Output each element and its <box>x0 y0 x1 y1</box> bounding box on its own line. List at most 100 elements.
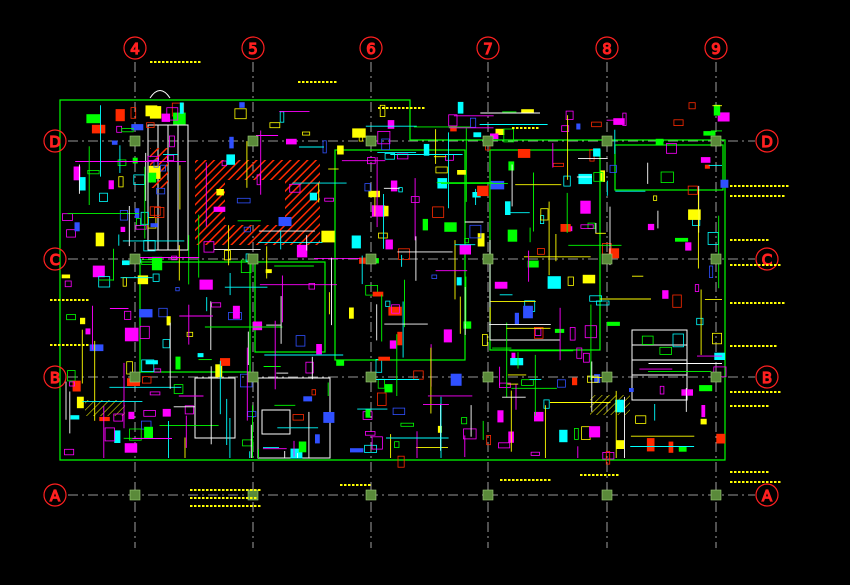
grid-bubble-D-right: D <box>755 129 779 153</box>
equipment-symbol <box>498 442 511 449</box>
equipment-symbol <box>385 300 391 307</box>
equipment-symbol <box>606 321 620 326</box>
equipment-symbol <box>86 114 101 124</box>
equipment-symbol <box>146 122 155 128</box>
equipment-symbol <box>295 335 306 347</box>
equipment-symbol <box>397 331 403 346</box>
equipment-symbol <box>396 153 409 160</box>
equipment-symbol <box>236 197 251 204</box>
equipment-symbol <box>114 430 121 443</box>
equipment-symbol <box>450 373 462 386</box>
equipment-symbol <box>120 226 126 232</box>
structural-column <box>247 135 259 147</box>
equipment-symbol <box>378 232 388 239</box>
equipment-symbol <box>653 195 658 201</box>
equipment-symbol <box>668 441 674 453</box>
equipment-symbol <box>368 190 380 198</box>
equipment-symbol <box>461 417 468 425</box>
equipment-symbol <box>700 418 707 425</box>
equipment-symbol <box>139 309 153 318</box>
grid-bubble-4: 4 <box>123 36 147 60</box>
grid-bubble-A-right: A <box>755 483 779 507</box>
equipment-symbol <box>629 387 634 392</box>
equipment-symbol <box>444 222 457 232</box>
grid-label-D-right: D <box>761 133 773 151</box>
equipment-symbol <box>713 104 721 116</box>
structural-column <box>129 253 141 265</box>
grid-label-8: 8 <box>602 40 612 58</box>
equipment-symbol <box>543 399 550 409</box>
equipment-symbol <box>422 218 429 231</box>
equipment-symbol <box>563 175 571 187</box>
equipment-symbol <box>113 413 124 422</box>
equipment-symbol <box>309 192 318 201</box>
equipment-symbol <box>186 331 194 337</box>
equipment-symbol <box>98 276 111 288</box>
equipment-symbol <box>685 242 692 251</box>
equipment-symbol <box>390 180 398 192</box>
equipment-symbol <box>64 448 75 456</box>
equipment-symbol <box>256 174 261 186</box>
equipment-symbol <box>166 316 171 326</box>
equipment-symbol <box>104 427 115 442</box>
equipment-symbol <box>229 136 234 149</box>
equipment-symbol <box>388 306 402 316</box>
equipment-symbol <box>534 326 544 339</box>
equipment-symbol <box>511 352 516 360</box>
equipment-symbol <box>494 281 508 289</box>
equipment-symbol <box>394 441 400 449</box>
equipment-symbol <box>694 284 700 292</box>
equipment-symbol <box>700 157 711 163</box>
grid-bubble-9: 9 <box>704 36 728 60</box>
equipment-symbol <box>646 438 655 452</box>
equipment-symbol <box>278 216 292 227</box>
equipment-symbol <box>379 104 386 118</box>
equipment-symbol <box>203 241 215 253</box>
equipment-symbol <box>213 206 226 212</box>
equipment-symbol <box>602 451 615 460</box>
equipment-symbol <box>662 290 669 299</box>
equipment-symbol <box>384 152 395 160</box>
equipment-symbol <box>91 124 106 134</box>
equipment-symbol <box>583 352 590 363</box>
structural-column <box>247 489 259 501</box>
equipment-symbol <box>486 434 492 446</box>
equipment-symbol <box>128 411 135 420</box>
equipment-symbol <box>720 179 729 188</box>
equipment-symbol <box>457 101 464 114</box>
equipment-symbol <box>673 119 684 127</box>
equipment-symbol <box>199 279 213 290</box>
equipment-symbol <box>337 145 344 155</box>
equipment-symbol <box>582 274 596 284</box>
grid-bubble-5: 5 <box>241 36 265 60</box>
equipment-symbol <box>175 286 180 292</box>
equipment-symbol <box>171 255 178 261</box>
equipment-symbol <box>681 389 693 396</box>
equipment-symbol <box>135 224 147 230</box>
equipment-symbol <box>473 132 482 138</box>
equipment-symbol <box>298 441 307 453</box>
equipment-symbol <box>376 392 387 406</box>
equipment-symbol <box>151 256 163 271</box>
structural-column <box>482 489 494 501</box>
equipment-symbol <box>148 172 157 183</box>
equipment-symbol <box>384 205 389 217</box>
structural-column <box>247 371 259 383</box>
equipment-symbol <box>431 274 438 279</box>
equipment-symbol <box>552 162 564 167</box>
equipment-symbol <box>66 314 76 321</box>
equipment-symbol <box>572 377 578 386</box>
equipment-symbol <box>124 443 138 453</box>
equipment-symbol <box>316 343 322 355</box>
column-bubbles-top: 4 5 6 7 8 9 <box>123 36 728 60</box>
equipment-symbol <box>303 396 313 402</box>
equipment-symbol <box>699 385 713 392</box>
structural-column <box>365 253 377 265</box>
structural-column <box>710 489 722 501</box>
equipment-symbol <box>615 399 624 413</box>
equipment-symbol <box>365 284 379 296</box>
grid-bubble-C-right: C <box>755 247 779 271</box>
equipment-symbol <box>336 359 345 366</box>
equipment-symbol <box>392 407 406 416</box>
equipment-symbol <box>147 155 160 162</box>
